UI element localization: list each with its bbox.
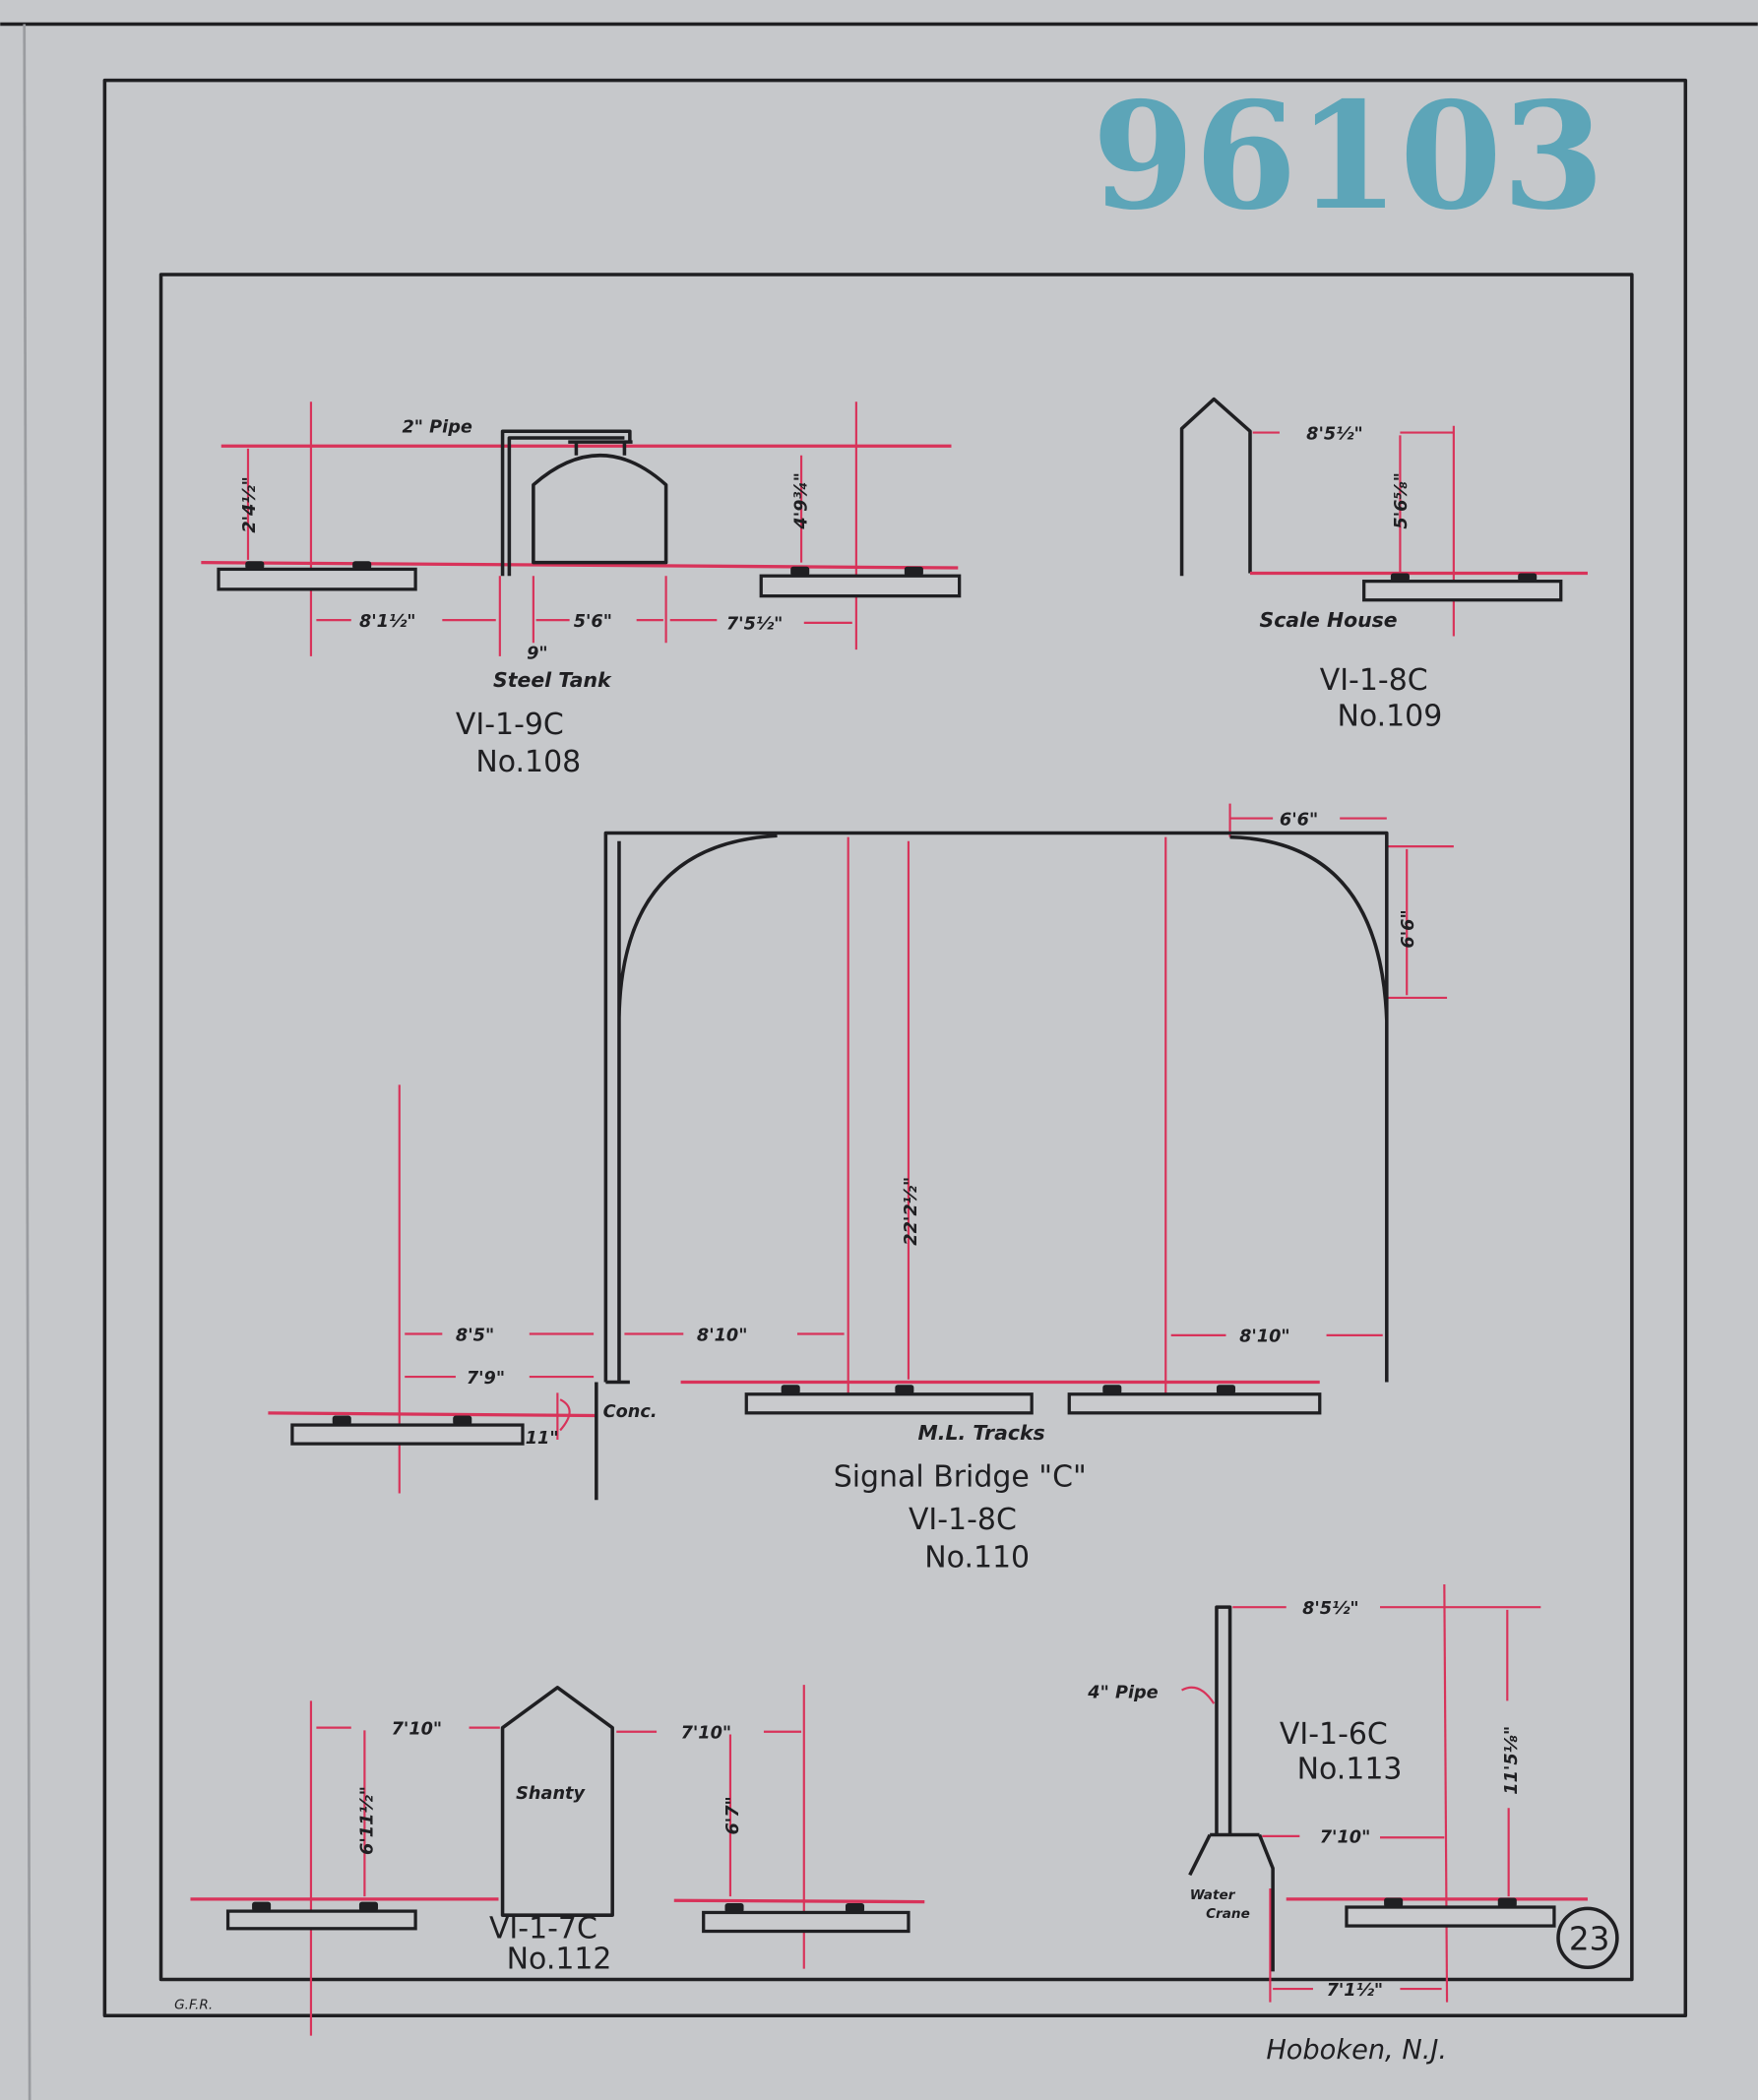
location-label: Hoboken, N.J. [1266,2035,1447,2066]
dim-bridge-left-b: 7'9" [467,1369,505,1389]
pipe [500,429,632,577]
dim-bridge-corner-w: 6'6" [1280,810,1318,830]
conc-label: Conc. [603,1402,658,1422]
dim-shanty-right-offset: 7'10" [681,1724,732,1744]
crane-code: VI-1-6C [1280,1717,1388,1752]
signal-bridge-code: VI-1-8C [909,1503,1017,1537]
sheet-number-circle [1556,1906,1619,1970]
signal-bridge-diagram [268,803,1454,1501]
water-crane-diagram [1181,1584,1619,2003]
crane-number: No.113 [1297,1752,1403,1786]
steel-tank-diagram [201,401,962,656]
track [1362,580,1563,602]
track-right [702,1910,910,1934]
pipe-label: 2" Pipe [402,418,471,438]
track-left [225,1909,417,1931]
stamp-number: 96103 [1092,70,1604,243]
shanty-diagram [190,1685,925,2036]
scale-house-code: VI-1-8C [1320,663,1428,698]
dim-crane-mid-offset: 7'10" [1320,1828,1371,1848]
bridge-frame [595,831,1389,1501]
track-right [759,574,962,598]
crane-outline [1188,1605,1275,1972]
dim-tank-right-offset: 7'5½" [726,615,784,635]
dim-bridge-clearance: 22'2½" [902,1177,921,1246]
dim-bridge-left-a: 8'5" [456,1326,494,1345]
scale-house-label: Scale House [1260,608,1398,632]
steel-tank-number: No.108 [475,745,581,779]
shanty-outline [500,1686,614,1917]
dim-shanty-left-offset: 7'10" [392,1719,443,1739]
dim-shanty-left-height: 6'11½" [358,1786,378,1855]
dim-bridge-left-inner: 8'10" [697,1326,748,1345]
track-left [217,567,417,591]
ml-tracks-label: M.L. Tracks [917,1421,1044,1445]
track [1345,1905,1556,1928]
shanty-label: Shanty [516,1784,586,1804]
track-ml-2 [1067,1392,1322,1415]
inner-border [158,273,1634,1982]
dim-tank-width: 5'6" [574,612,612,632]
dim-bridge-right-inner: 8'10" [1239,1328,1290,1347]
dim-bridge-rise: 11" [526,1429,559,1449]
track-ml-1 [744,1392,1034,1415]
scale-house-number: No.109 [1337,700,1442,734]
signal-bridge-label: Signal Bridge "C" [834,1460,1087,1495]
dim-scale-height: 5'6⅝" [1392,472,1412,529]
sheet-fold-line [23,24,31,2100]
dim-tank-left-offset: 8'1½" [359,612,416,632]
dim-shanty-right-height: 6'7" [723,1796,743,1834]
signal-bridge-number: No.110 [924,1540,1030,1575]
track-left [290,1423,525,1446]
scale-house-diagram [1179,397,1588,637]
drafter-initials: G.F.R. [174,1997,213,2012]
scale-house-outline [1179,397,1252,577]
crane-label-2: Crane [1206,1906,1250,1922]
crane-pipe-label: 4" Pipe [1087,1684,1158,1703]
outer-border [102,78,1688,2018]
dim-bridge-corner-h: 6'6" [1399,909,1418,948]
steel-tank-label: Steel Tank [493,668,612,692]
shanty-number: No.112 [507,1943,612,1977]
crane-label-1: Water [1190,1887,1236,1903]
sheet-number: 23 [1569,1921,1610,1958]
steel-tank-code: VI-1-9C [456,708,564,742]
dim-tank-left-height: 2'4½" [240,476,260,533]
shanty-code: VI-1-7C [489,1911,597,1946]
dim-tank-pipe-gap: 9" [527,645,548,664]
dim-scale-offset: 8'5½" [1306,424,1363,444]
dim-crane-base-offset: 7'1½" [1327,1981,1384,2001]
dim-crane-top-offset: 8'5½" [1302,1599,1359,1619]
dim-tank-right-height: 4'9¾" [792,472,812,530]
tank-body [532,440,668,565]
dim-crane-height: 11'5⅛" [1502,1726,1522,1795]
